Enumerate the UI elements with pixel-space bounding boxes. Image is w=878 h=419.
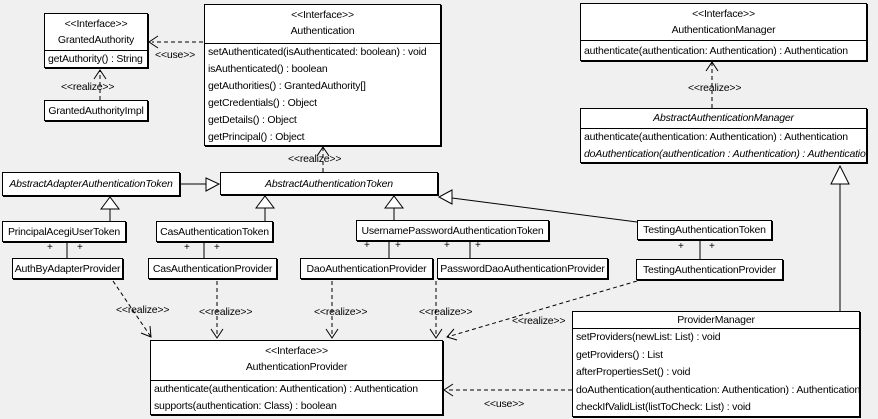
class-granted-authority-impl[interactable]: GrantedAuthorityImpl <box>44 100 148 121</box>
stereotype: <<Interface>> <box>291 9 354 21</box>
multiplicity-plus: + <box>184 242 190 253</box>
class-name: DaoAuthenticationProvider <box>306 262 427 275</box>
class-abstract-adapter-authentication-token[interactable]: AbstractAdapterAuthenticationToken <box>2 172 180 196</box>
class-principal-acegi-user-token[interactable]: PrincipalAcegiUserToken <box>2 221 126 242</box>
method: isAuthenticated() : boolean <box>208 63 328 76</box>
class-name: Authentication <box>290 25 355 37</box>
class-username-password-authentication-token[interactable]: UsernamePasswordAuthenticationToken <box>356 220 549 241</box>
method: getProviders() : List <box>576 348 663 361</box>
multiplicity-plus: + <box>364 240 370 251</box>
class-name: CasAuthenticationToken <box>160 225 269 238</box>
class-dao-authentication-provider[interactable]: DaoAuthenticationProvider <box>300 258 433 279</box>
class-testing-authentication-provider[interactable]: TestingAuthenticationProvider <box>636 259 783 280</box>
class-name: PasswordDaoAuthenticationProvider <box>440 262 605 275</box>
multiplicity-plus: + <box>395 240 401 251</box>
class-testing-authentication-token[interactable]: TestingAuthenticationToken <box>637 220 772 240</box>
class-name: AuthenticationManager <box>671 24 776 36</box>
stereotype: <<Interface>> <box>692 8 755 20</box>
method: authenticate(authentication: Authenticat… <box>154 383 418 395</box>
class-authentication[interactable]: <<Interface>> Authentication setAuthenti… <box>204 4 441 146</box>
multiplicity-plus: + <box>475 240 481 251</box>
method: getAuthorities() : GrantedAuthority[] <box>208 80 366 93</box>
class-name: CasAuthenticationProvider <box>152 262 273 275</box>
class-cas-authentication-provider[interactable]: CasAuthenticationProvider <box>148 258 277 279</box>
class-authentication-provider[interactable]: <<Interface>> AuthenticationProvider aut… <box>150 340 443 415</box>
class-authentication-manager[interactable]: <<Interface>> AuthenticationManager auth… <box>580 3 867 61</box>
multiplicity-plus: + <box>444 240 450 251</box>
class-name: AbstractAdapterAuthenticationToken <box>9 178 173 190</box>
multiplicity-plus: + <box>77 242 83 253</box>
class-name: UsernamePasswordAuthenticationToken <box>361 224 544 237</box>
use-label: <<use>> <box>155 49 196 61</box>
class-name: AuthByAdapterProvider <box>14 262 121 275</box>
class-granted-authority[interactable]: <<Interface>> GrantedAuthority getAuthor… <box>44 13 148 68</box>
class-name: ProviderManager <box>573 312 859 329</box>
multiplicity-plus: + <box>678 241 684 252</box>
realize-label: <<realize>> <box>199 306 253 318</box>
class-name: AbstractAuthenticationManager <box>581 109 866 129</box>
class-abstract-authentication-token[interactable]: AbstractAuthenticationToken <box>220 172 438 195</box>
method: doAuthentication(authentication: Authent… <box>576 383 859 396</box>
class-name: TestingAuthenticationToken <box>643 224 766 236</box>
method: getCredentials() : Object <box>208 97 317 110</box>
stereotype: <<Interface>> <box>265 345 328 357</box>
method: authenticate(authentication: Authenticat… <box>584 45 848 57</box>
method: setProviders(newList: List) : void <box>576 331 721 343</box>
method: getAuthority() : String <box>48 53 143 65</box>
class-name: AbstractAuthenticationToken <box>265 177 393 190</box>
class-name: GrantedAuthority <box>57 34 135 46</box>
multiplicity-plus: + <box>47 242 53 253</box>
method: getPrincipal() : Object <box>208 131 305 144</box>
class-cas-authentication-token[interactable]: CasAuthenticationToken <box>156 221 273 242</box>
use-label: <<use>> <box>484 398 525 410</box>
realize-label: <<realize>> <box>61 81 115 93</box>
class-provider-manager[interactable]: ProviderManager setProviders(newList: Li… <box>572 311 860 417</box>
method: setAuthenticated(isAuthenticated: boolea… <box>208 46 427 58</box>
class-name: PrincipalAcegiUserToken <box>7 225 121 238</box>
class-auth-by-adapter-provider[interactable]: AuthByAdapterProvider <box>12 258 123 279</box>
realize-label: <<realize>> <box>116 304 170 316</box>
method: getDetails() : Object <box>208 114 297 127</box>
multiplicity-plus: + <box>709 241 715 252</box>
realize-label: <<realize>> <box>314 306 368 318</box>
realize-label: <<realize>> <box>419 306 473 318</box>
realize-label: <<realize>> <box>688 82 742 94</box>
class-name: GrantedAuthorityImpl <box>48 104 144 117</box>
multiplicity-plus: + <box>214 242 220 253</box>
method: checkIfValidList(listToCheck: List) : vo… <box>576 401 751 414</box>
class-name: AuthenticationProvider <box>245 361 348 373</box>
realize-label: <<realize>> <box>288 153 342 165</box>
class-name: TestingAuthenticationProvider <box>642 263 777 276</box>
stereotype: <<Interface>> <box>64 18 128 30</box>
method: supports(authentication: Class) : boolea… <box>154 399 337 412</box>
method: authenticate(authentication: Authenticat… <box>584 131 848 143</box>
class-abstract-authentication-manager[interactable]: AbstractAuthenticationManager authentica… <box>580 108 867 163</box>
method: afterPropertiesSet() : void <box>576 366 691 379</box>
class-password-dao-authentication-provider[interactable]: PasswordDaoAuthenticationProvider <box>437 258 608 279</box>
realize-label: <<realize>> <box>512 315 566 327</box>
method: doAuthentication(authentication : Authen… <box>584 147 866 160</box>
